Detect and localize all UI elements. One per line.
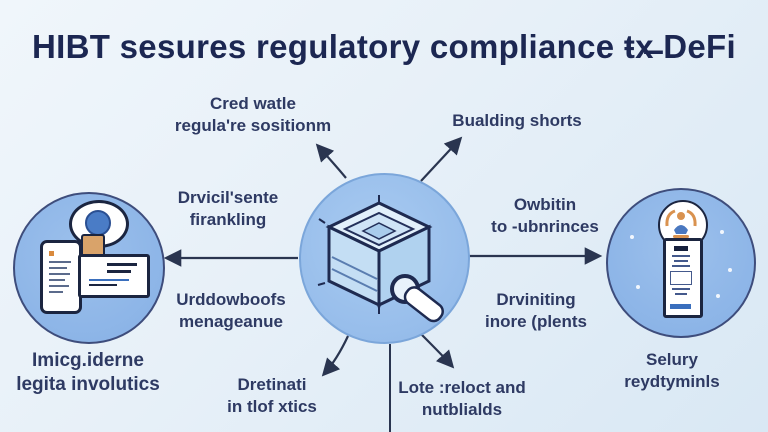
document-line [672,255,690,257]
phone-screen-line [49,261,71,263]
label-line: Bualding shorts [452,111,582,130]
center-hub-circle [299,173,470,344]
label-line: to -ubnrinces [491,216,599,236]
document-header-bar [674,246,688,251]
phone-screen-line [49,267,67,269]
identity-verification-circle [13,192,165,344]
document-line [672,288,690,290]
label-line: Drvicil'sente [177,188,279,207]
label-line: legita involutics [16,374,160,396]
label-selury: Selury reydtyminls [624,349,719,393]
label-line: Selury [646,350,698,369]
phone-screen-line [49,279,65,281]
label-line: Drviniting [496,290,576,309]
sparkle-dot [636,285,640,289]
label-line: Imicg.iderne [32,350,144,371]
label-bualding-shorts: Bualding shorts [452,110,581,132]
label-line: Lote :reloct and [398,378,526,397]
document-box [670,271,692,285]
phone-screen-line [49,285,69,287]
label-dretinati: Dretinati in tlof xtics [227,374,317,418]
token-icon [85,210,111,236]
compliance-document-icon [663,238,703,318]
label-imicg-iderne: Imicg.iderne legita involutics [16,349,160,398]
sparkle-dot [720,230,724,234]
label-line: Dretinati [237,375,307,394]
label-line: inore (plents [484,311,588,331]
arrow-up-left [315,143,347,179]
document-line [672,265,690,267]
label-urddowboofs: Urddowboofs menageanue [176,289,286,333]
label-line: Cred watle [210,94,296,113]
sparkle-dot [728,268,732,272]
label-line: regula're sositionm [174,115,332,135]
label-owbitin: Owbitin to -ubnrinces [491,194,599,238]
label-lote-reloct: Lote :reloct and nutblialds [398,377,526,421]
card-line [107,263,137,266]
badge-emblem [665,209,697,238]
phone-screen-line [49,273,70,275]
sparkle-dot [716,294,720,298]
card-line [89,284,117,286]
security-document-circle [606,188,756,338]
label-cred-watle: Cred watle regula're sositionm [175,93,331,137]
page-title: HIBT sesures regulatory compliance ŧx̶ D… [32,28,736,65]
label-line: in tlof xtics [227,396,317,416]
arrow-down-right [420,333,455,369]
label-line: nutblialds [421,399,503,419]
card-line [89,279,129,281]
cube-magnifier-icon [317,195,444,323]
label-line: Owbitin [513,195,577,214]
label-drviniting: Drviniting inore (plents [485,289,587,333]
label-line: firankling [189,209,267,229]
label-drvicil-sente: Drvicil'sente firankling [178,187,278,231]
document-line [675,293,687,295]
arrow-down-left [321,335,349,377]
document-line [674,260,688,262]
smartphone-icon [40,240,82,314]
label-line: reydtyminls [624,371,720,391]
card-line [107,270,131,273]
id-card-icon [78,254,150,298]
phone-screen-line [49,291,63,293]
arrow-up-right [420,136,463,182]
label-line: Urddowboofs [176,290,286,309]
document-button [670,304,691,309]
label-line: menageanue [179,311,283,331]
sparkle-dot [630,235,634,239]
phone-screen-dot [49,251,54,256]
